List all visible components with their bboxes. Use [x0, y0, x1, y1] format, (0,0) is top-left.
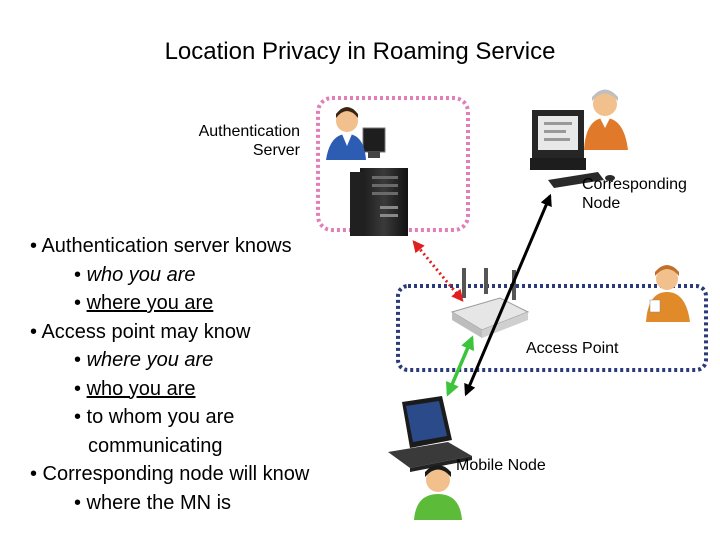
bullet-auth-who-text: who you are — [86, 263, 196, 286]
auth-server-label: Authentication Server — [150, 122, 300, 160]
bullet-auth-where-text: where you are — [86, 292, 214, 314]
bullet-ap-who-text: who you are — [86, 377, 196, 400]
bullet-ap-where: • where you are — [74, 349, 214, 371]
bullet-auth-who: • who you are — [74, 263, 196, 286]
auth-server-label-line2: Server — [252, 142, 300, 159]
mobile-corresponding-link — [464, 193, 552, 397]
bullet-access-point: • Access point may know — [30, 320, 251, 343]
admin-person-icon — [326, 107, 366, 160]
admin-monitor-icon — [362, 127, 386, 158]
corresponding-person-icon — [584, 89, 628, 150]
auth-server-label-line1: Authentication — [198, 123, 300, 140]
auth-ap-link — [412, 240, 464, 302]
corresponding-node-label: Corresponding Node — [582, 175, 687, 213]
privacy-bullet-list: • Authentication server knows • who you … — [30, 232, 309, 517]
bullet-cn-where: • where the MN is — [74, 491, 232, 514]
server-tower-icon — [350, 168, 408, 236]
bullet-corresponding: • Corresponding node will know — [30, 463, 310, 485]
bullet-ap-who: • who you are — [74, 377, 196, 400]
access-point-label: Access Point — [526, 340, 619, 357]
bullet-auth-server: • Authentication server knows — [30, 235, 292, 257]
access-point-region — [396, 284, 708, 372]
observer-person-icon — [646, 265, 690, 322]
page-title: Location Privacy in Roaming Service — [164, 38, 556, 65]
mobile-user-icon — [414, 465, 462, 520]
laptop-icon — [388, 396, 472, 472]
mobile-node-label: Mobile Node — [456, 457, 546, 474]
bullet-auth-where: • where you are — [74, 292, 214, 314]
bullet-ap-where-text: where you are — [86, 349, 214, 371]
corresponding-node-label-line1: Corresponding — [582, 176, 687, 193]
corresponding-node-label-line2: Node — [582, 195, 621, 212]
corresponding-computer-icon — [530, 110, 615, 188]
bullet-ap-whom-cont: communicating — [88, 434, 223, 457]
bullet-ap-whom: • to whom you are — [74, 406, 235, 428]
